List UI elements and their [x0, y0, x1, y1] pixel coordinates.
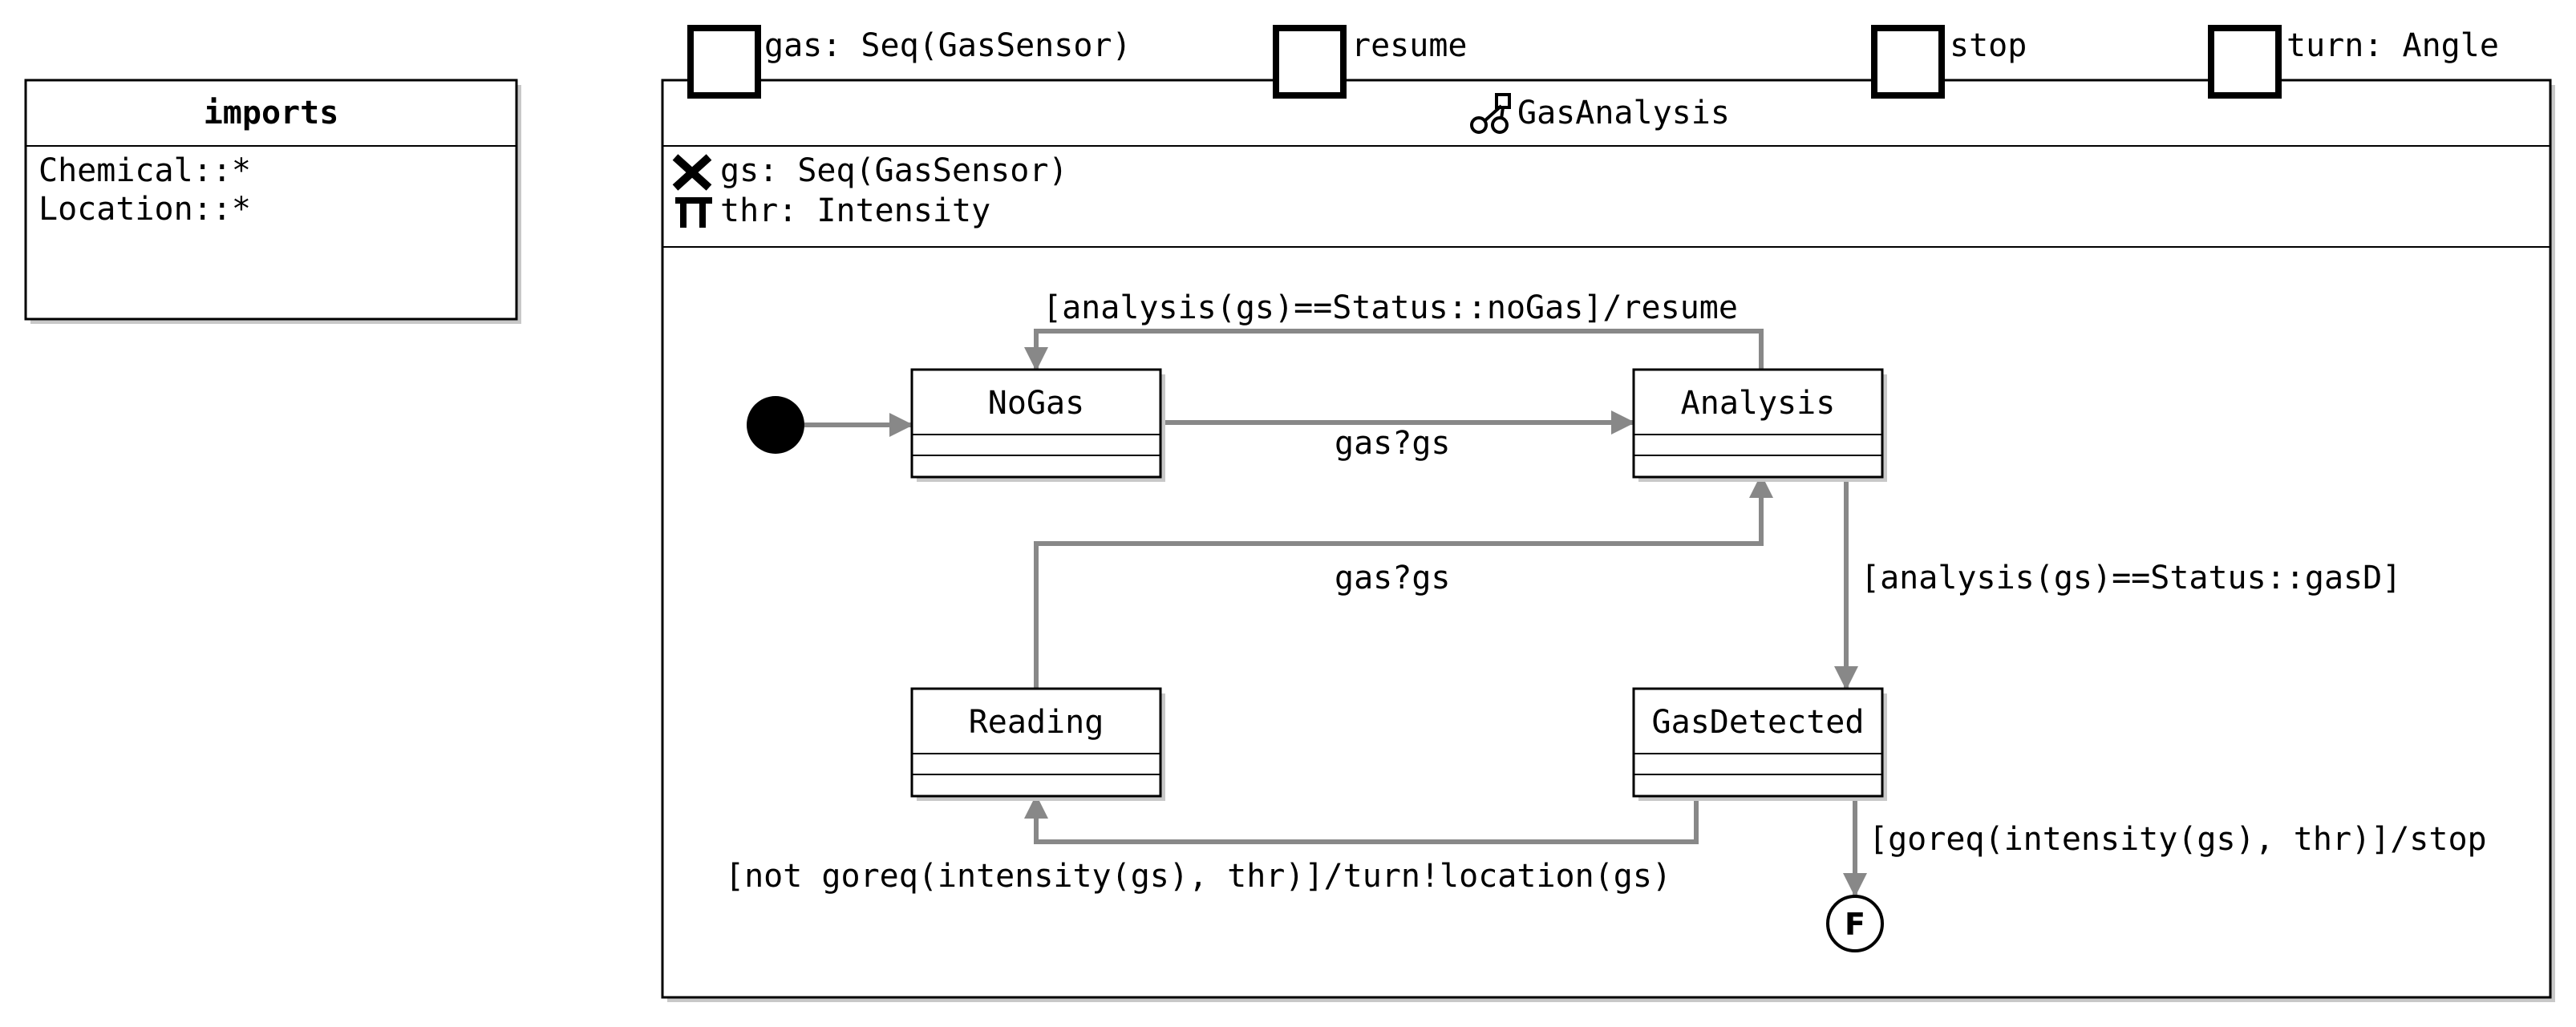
- transition-label: [goreq(intensity(gs), thr)]/stop: [1869, 821, 2487, 858]
- port-resume: resume: [1273, 25, 1468, 99]
- transition-label: gas?gs: [1335, 425, 1451, 462]
- port-label: gas: Seq(GasSensor): [764, 27, 1132, 64]
- port-stop: stop: [1871, 25, 2027, 99]
- state-gasdetected: GasDetected: [1632, 687, 1887, 801]
- final-state-icon: F: [1826, 895, 1884, 952]
- port-label: turn: Angle: [2286, 27, 2499, 64]
- state-machine-icon: [1470, 93, 1511, 134]
- state-reading: Reading: [910, 687, 1165, 801]
- state-name: GasDetected: [1652, 704, 1865, 741]
- port-label: resume: [1351, 27, 1468, 64]
- transition-gasdetected-to-reading: [1024, 795, 1699, 844]
- transition-label: [not goreq(intensity(gs), thr)]/turn!loc…: [725, 858, 1671, 895]
- constant-label: thr: Intensity: [720, 192, 990, 229]
- variable-label: gs: Seq(GasSensor): [720, 152, 1067, 189]
- transition-reading-to-analysis: [1034, 474, 1773, 688]
- port-turn: turn: Angle: [2208, 25, 2499, 99]
- transition-analysis-to-nogas: [1024, 329, 1764, 371]
- final-state-glyph: F: [1845, 907, 1865, 942]
- port-label: stop: [1950, 27, 2027, 64]
- initial-state-glyph: i: [769, 405, 783, 446]
- state-nogas: NoGas: [910, 368, 1165, 482]
- constant-pi-icon: [675, 197, 712, 228]
- state-analysis: Analysis: [1632, 368, 1887, 482]
- port-gas: gas: Seq(GasSensor): [687, 25, 1132, 99]
- state-name: NoGas: [988, 385, 1084, 422]
- imports-item: Chemical::*: [38, 152, 251, 189]
- transition-label: gas?gs: [1335, 560, 1451, 596]
- imports-box: imports Chemical::* Location::*: [24, 79, 521, 324]
- machine-title: GasAnalysis: [1517, 95, 1730, 131]
- variable-x-icon: [672, 154, 712, 191]
- transition-label: [analysis(gs)==Status::noGas]/resume: [1043, 289, 1738, 326]
- imports-item: Location::*: [38, 191, 251, 228]
- state-name: Analysis: [1681, 385, 1836, 422]
- state-name: Reading: [969, 704, 1104, 741]
- transition-label: [analysis(gs)==Status::gasD]: [1861, 560, 2401, 596]
- imports-title: imports: [204, 95, 339, 131]
- initial-state-icon: i: [747, 396, 804, 454]
